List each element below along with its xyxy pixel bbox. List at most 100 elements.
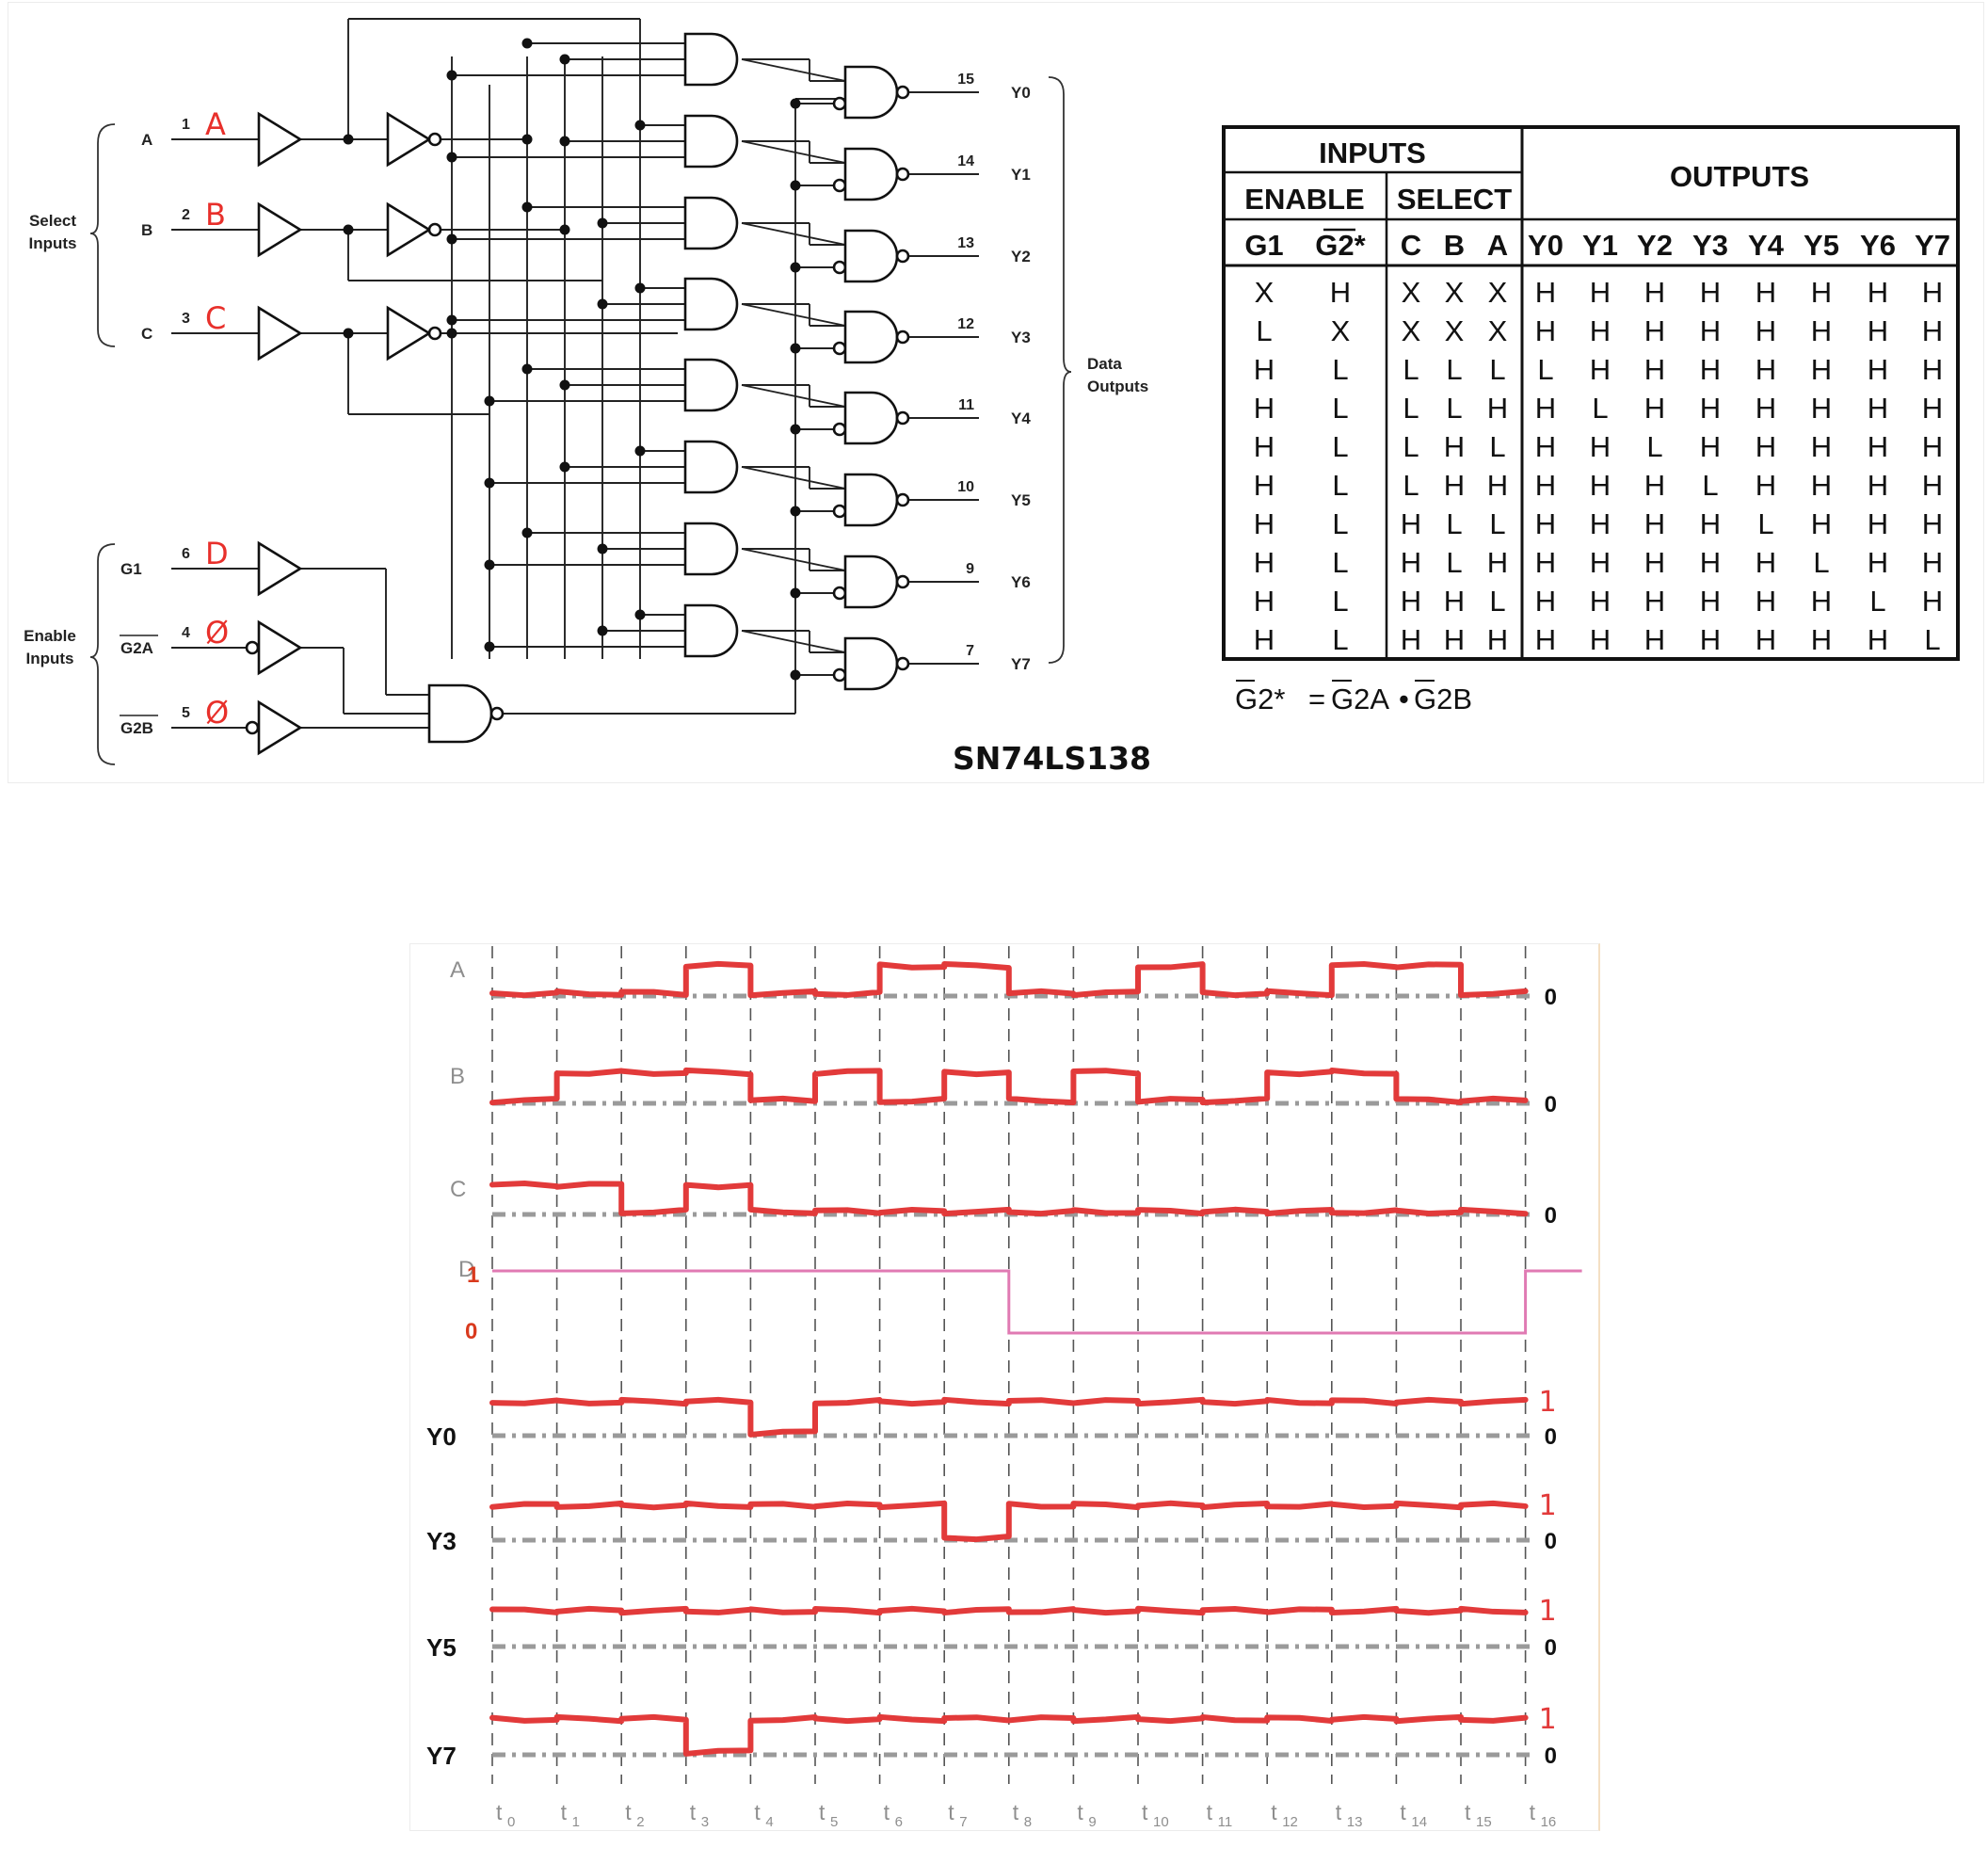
- zero-label-Y5: 0: [1545, 1635, 1557, 1661]
- inverter-C: [386, 305, 432, 362]
- cell: H: [1922, 430, 1943, 463]
- input-pin-A: 1: [182, 117, 190, 133]
- junction-dot: [521, 201, 533, 213]
- cell: H: [1922, 353, 1943, 386]
- junction-dot: [597, 625, 608, 636]
- junction-dot: [559, 136, 570, 147]
- output-label-Y2: Y2: [1011, 248, 1031, 265]
- data-outputs-label: Data: [1087, 355, 1122, 373]
- col-header-Y7: Y7: [1915, 229, 1950, 262]
- and-to-out-6: [741, 548, 846, 571]
- tick-label: t: [1465, 1800, 1471, 1824]
- signal-label-C: C: [450, 1177, 466, 1202]
- junction-dot: [559, 379, 570, 391]
- handwritten-G1: D: [205, 536, 229, 571]
- zero-label-Y7: 0: [1545, 1743, 1557, 1769]
- input-buffer-B: [257, 201, 303, 258]
- and-to-out-0: [741, 58, 846, 82]
- cell: L: [1446, 507, 1462, 540]
- cell: H: [1868, 430, 1888, 463]
- input-pin-C: 3: [182, 311, 190, 327]
- cell: H: [1535, 392, 1556, 425]
- cell: H: [1756, 469, 1776, 502]
- junction-dot: [446, 152, 457, 163]
- cell: H: [1868, 623, 1888, 656]
- cell: H: [1535, 623, 1556, 656]
- tick-subscript: 13: [1347, 1814, 1363, 1830]
- d-low-label: 0: [465, 1319, 477, 1344]
- junction-dot: [446, 70, 457, 81]
- cell: H: [1254, 392, 1275, 425]
- cell: L: [1256, 314, 1272, 347]
- signal-label-D: D: [458, 1257, 474, 1282]
- cell: H: [1756, 585, 1776, 618]
- cell: L: [1403, 392, 1419, 425]
- data-outputs-label-2: Outputs: [1087, 378, 1148, 395]
- cell: H: [1644, 276, 1665, 309]
- cell: H: [1922, 546, 1943, 579]
- cell: X: [1488, 276, 1508, 309]
- handwritten-G2B: Ø: [205, 695, 229, 731]
- enable-inputs-label: Enable: [24, 627, 76, 645]
- signal-label-B: B: [450, 1064, 465, 1089]
- junction-dot: [343, 134, 354, 145]
- output-label-Y0: Y0: [1011, 84, 1031, 102]
- cell: H: [1811, 623, 1832, 656]
- cell: H: [1444, 469, 1465, 502]
- cell: H: [1922, 585, 1943, 618]
- junction-dot: [790, 262, 801, 273]
- cell: H: [1254, 623, 1275, 656]
- output-nand-0-bubble: [895, 85, 910, 100]
- and-gate-0: [683, 32, 739, 87]
- col-header-G1: G1: [1244, 229, 1283, 262]
- enable-buffer-G2B: [257, 699, 303, 756]
- and-gate-4: [683, 358, 739, 412]
- signal-D-waveform: [492, 1269, 1582, 1335]
- cell: L: [1403, 469, 1419, 502]
- cell: H: [1756, 623, 1776, 656]
- inputs-header: INPUTS: [1319, 137, 1426, 169]
- junction-dot: [597, 217, 608, 229]
- input-label-C: C: [141, 325, 152, 343]
- signal-label-Y5: Y5: [426, 1633, 457, 1662]
- cell: H: [1756, 314, 1776, 347]
- cell: H: [1700, 314, 1721, 347]
- cell: H: [1487, 392, 1508, 425]
- cell: H: [1700, 430, 1721, 463]
- tick-label: t: [1271, 1800, 1277, 1824]
- tick-subscript: 5: [830, 1814, 838, 1830]
- cell: H: [1868, 392, 1888, 425]
- cell: H: [1590, 276, 1611, 309]
- cell: H: [1922, 507, 1943, 540]
- cell: L: [1489, 507, 1505, 540]
- tick-label: t: [496, 1800, 503, 1824]
- and-gate-3: [683, 277, 739, 331]
- cell: H: [1922, 314, 1943, 347]
- cell: H: [1811, 585, 1832, 618]
- junction-dot: [484, 477, 495, 489]
- cell: H: [1868, 276, 1888, 309]
- input-label-A: A: [141, 131, 152, 149]
- junction-dot: [521, 527, 533, 538]
- one-label-Y5: 1: [1539, 1595, 1557, 1628]
- tick-label: t: [1530, 1800, 1536, 1824]
- tick-label: t: [625, 1800, 632, 1824]
- schematic-panel: [8, 2, 1984, 783]
- cell: H: [1535, 276, 1556, 309]
- cell: H: [1644, 392, 1665, 425]
- cell: L: [1332, 546, 1348, 579]
- junction-dot: [484, 641, 495, 652]
- and-to-out-2: [741, 222, 846, 246]
- input-label-B: B: [141, 221, 152, 239]
- cell: H: [1535, 469, 1556, 502]
- junction-dot: [343, 328, 354, 339]
- cell: L: [1489, 585, 1505, 618]
- junction-dot: [790, 424, 801, 435]
- cell: H: [1756, 353, 1776, 386]
- tick-label: t: [1400, 1800, 1406, 1824]
- input-pin-G2B: 5: [182, 705, 190, 721]
- col-header-Y3: Y3: [1692, 229, 1728, 262]
- tick-subscript: 11: [1218, 1814, 1233, 1830]
